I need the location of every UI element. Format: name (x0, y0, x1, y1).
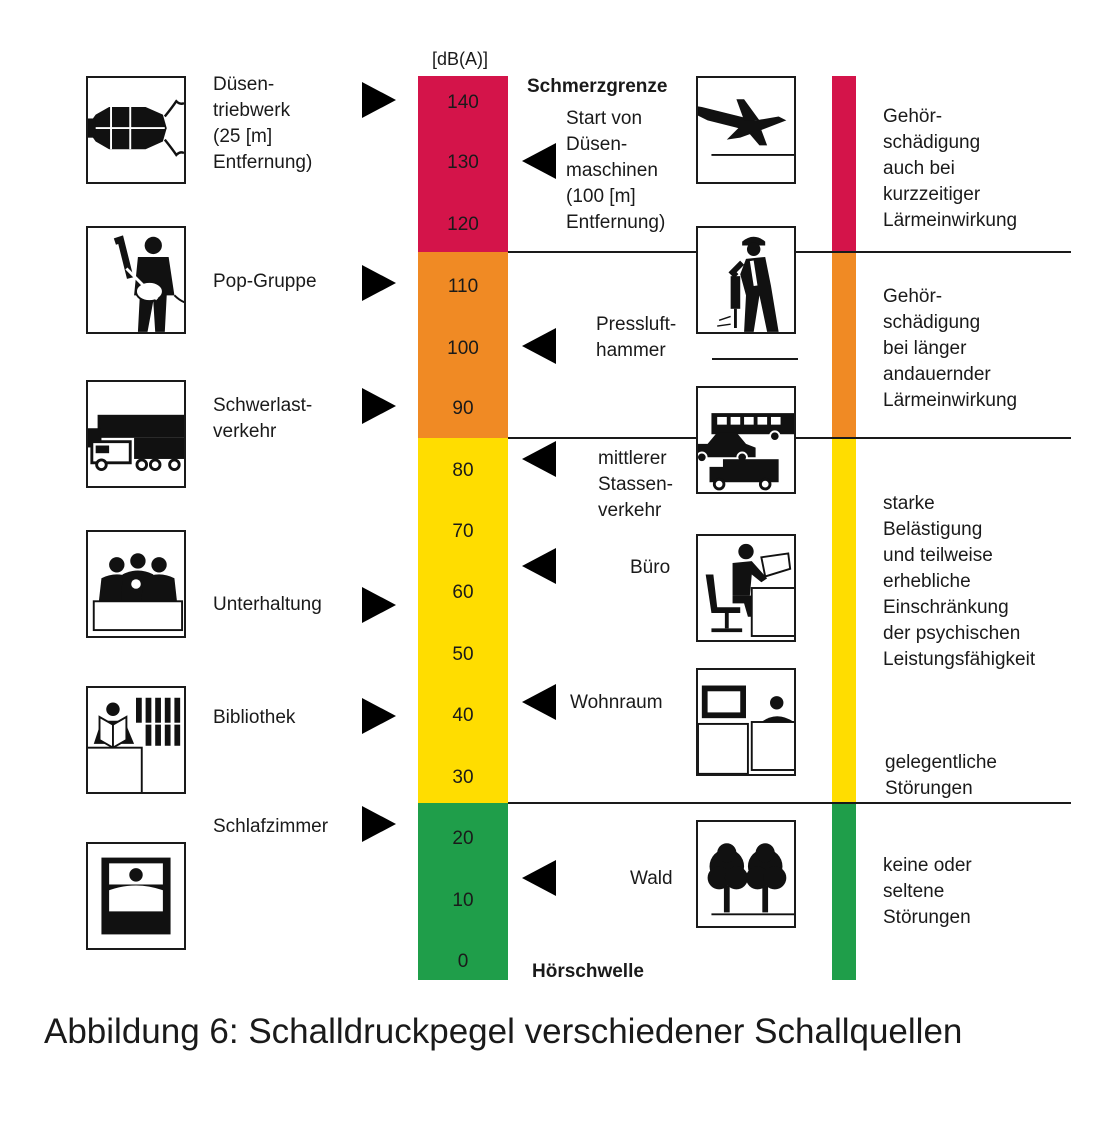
source-label-conversation: Unterhaltung (213, 594, 322, 615)
separator-line-25 (508, 802, 1071, 804)
scale-tick: 110 (447, 276, 479, 297)
scale-zone-red (418, 76, 508, 252)
arrow-right-icon (362, 388, 396, 424)
scale-tick: 130 (447, 152, 479, 173)
truck-icon (86, 380, 186, 488)
conversation-icon (86, 530, 186, 638)
source-label-office: Büro (630, 557, 671, 578)
airplane-icon (696, 76, 796, 184)
effect-label-orange: Gehör- schädigung bei länger andauernder… (883, 286, 1018, 411)
scale-tick: 140 (447, 92, 479, 113)
unit-label: [dB(A)] (432, 49, 489, 69)
source-label-jackhammer: Pressluft- hammer (596, 314, 677, 361)
pain-threshold-label: Schmerzgrenze (527, 76, 668, 97)
effect-bar-yellow (832, 438, 856, 803)
scale-tick: 30 (452, 767, 474, 788)
scale-tick: 50 (452, 644, 474, 665)
ground-line (712, 358, 798, 360)
guitarist-icon (86, 226, 186, 334)
arrow-left-icon (522, 143, 556, 179)
effect-label-yellow: starke Belästigung und teilweise erhebli… (883, 493, 1036, 670)
library-reader-icon (86, 686, 186, 794)
arrow-left-icon (522, 684, 556, 720)
street-traffic-icon (696, 386, 796, 494)
arrow-left-icon (522, 328, 556, 364)
scale-zone-yellow (418, 438, 508, 803)
living-room-icon (696, 668, 796, 776)
scale-tick: 40 (452, 705, 474, 726)
source-label-pop-group: Pop-Gruppe (213, 271, 317, 292)
scale-tick: 120 (447, 214, 479, 235)
scale-tick: 20 (452, 828, 474, 849)
scale-tick: 60 (452, 582, 474, 603)
scale-zone-orange (418, 252, 508, 438)
source-label-jet-engine: Düsen- triebwerk (25 [m] Entfernung) (213, 74, 313, 173)
arrow-left-icon (522, 548, 556, 584)
figure-caption: Abbildung 6: Schalldruckpegel verschiede… (44, 1012, 963, 1051)
scale-zone-green (418, 803, 508, 980)
scale-tick: 80 (452, 460, 474, 481)
bed-icon (86, 842, 186, 950)
effect-label-red: Gehör- schädigung auch bei kurzzeitiger … (883, 106, 1018, 231)
effect-label-yellow-low: gelegentliche Störungen (885, 752, 997, 799)
scale-tick: 90 (452, 398, 474, 419)
scale-tick: 0 (457, 951, 469, 972)
scale-tick: 70 (452, 521, 474, 542)
arrow-right-icon (362, 587, 396, 623)
arrow-right-icon (362, 698, 396, 734)
arrow-left-icon (522, 441, 556, 477)
hearing-threshold-label: Hörschwelle (532, 961, 644, 982)
office-desk-icon (696, 534, 796, 642)
arrow-left-icon (522, 860, 556, 896)
source-label-library: Bibliothek (213, 707, 296, 728)
effect-bar-green (832, 803, 856, 980)
source-label-bedroom: Schlafzimmer (213, 816, 329, 837)
source-label-street-traffic: mittlerer Stassen- verkehr (598, 448, 673, 521)
source-label-heavy-traffic: Schwerlast- verkehr (213, 395, 313, 442)
source-label-forest: Wald (630, 868, 673, 889)
trees-icon (696, 820, 796, 928)
arrow-right-icon (362, 806, 396, 842)
effect-label-green: keine oder seltene Störungen (883, 855, 972, 928)
jackhammer-worker-icon (696, 226, 796, 334)
scale-tick: 100 (447, 338, 479, 359)
arrow-right-icon (362, 82, 396, 118)
jet-engine-icon (86, 76, 186, 184)
scale-tick: 10 (452, 890, 474, 911)
arrow-right-icon (362, 265, 396, 301)
effect-bar-orange (832, 252, 856, 438)
source-label-jet-takeoff: Start von Düsen- maschinen (100 [m] Entf… (566, 108, 666, 233)
effect-bar-red (832, 76, 856, 252)
source-label-living-room: Wohnraum (570, 692, 663, 713)
